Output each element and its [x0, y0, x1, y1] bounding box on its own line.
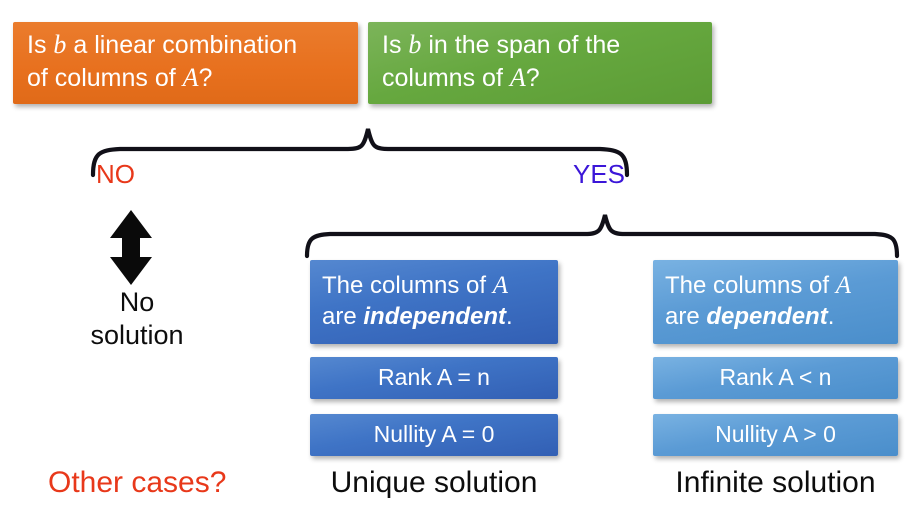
statement-line-1: The columns of A — [322, 270, 546, 301]
question-line-1: Is b a linear combination — [27, 29, 344, 62]
statement-emphasis: dependent — [706, 302, 828, 330]
question-text-post-2: ? — [198, 64, 213, 92]
math-variable-b: b — [53, 30, 67, 60]
math-variable-a: A — [835, 272, 851, 300]
result-box-columns-dependent[interactable]: The columns of A are dependent. — [653, 260, 898, 344]
brace-bottom-icon — [304, 214, 900, 259]
question-text-pre-2: columns of — [382, 64, 510, 92]
question-text-post: a linear combination — [66, 31, 298, 60]
question-text-post-2: ? — [525, 64, 540, 92]
result-box-columns-independent[interactable]: The columns of A are independent. — [310, 260, 558, 344]
branch-label-yes: YES — [573, 159, 626, 189]
statement-mid: are — [322, 302, 364, 330]
math-variable-a: A — [182, 63, 199, 92]
footnote-other-cases: Other cases? — [48, 466, 227, 499]
statement-line-1: The columns of A — [665, 270, 886, 301]
result-box-nullity-independent[interactable]: Nullity A = 0 — [310, 414, 558, 456]
statement-mid: are — [665, 302, 707, 330]
math-variable-a: A — [509, 63, 526, 92]
statement-line-2: are independent. — [322, 302, 546, 332]
brace-top-icon — [90, 128, 630, 178]
question-box-linear-combination[interactable]: Is b a linear combination of columns of … — [13, 22, 358, 104]
statement-emphasis: independent — [363, 302, 507, 330]
statement-pre: The columns of — [665, 272, 836, 300]
math-variable-a: A — [492, 272, 508, 300]
statement-line-2: are dependent. — [665, 302, 886, 332]
statement-post: . — [827, 302, 835, 330]
question-text-pre-2: of columns of — [27, 64, 183, 92]
result-box-rank-dependent[interactable]: Rank A < n — [653, 357, 898, 399]
math-variable-b: b — [408, 30, 422, 60]
statement-pre: The columns of — [322, 272, 493, 300]
result-box-rank-independent[interactable]: Rank A = n — [310, 357, 558, 399]
question-text-post: in the span of the — [421, 31, 621, 60]
branch-label-no: NO — [96, 159, 135, 189]
question-text-pre: Is — [382, 31, 409, 60]
result-no-solution: No solution — [90, 287, 184, 350]
question-box-span[interactable]: Is b in the span of the columns of A? — [368, 22, 712, 104]
result-box-nullity-dependent[interactable]: Nullity A > 0 — [653, 414, 898, 456]
question-text-pre: Is — [27, 31, 54, 60]
statement-post: . — [506, 302, 513, 330]
conclusion-unique-solution: Unique solution — [330, 466, 538, 499]
question-line-2: columns of A? — [382, 62, 698, 95]
question-line-2: of columns of A? — [27, 62, 344, 95]
conclusion-infinite-solution: Infinite solution — [675, 466, 876, 499]
question-line-1: Is b in the span of the — [382, 29, 698, 62]
double-arrow-icon — [110, 210, 152, 285]
